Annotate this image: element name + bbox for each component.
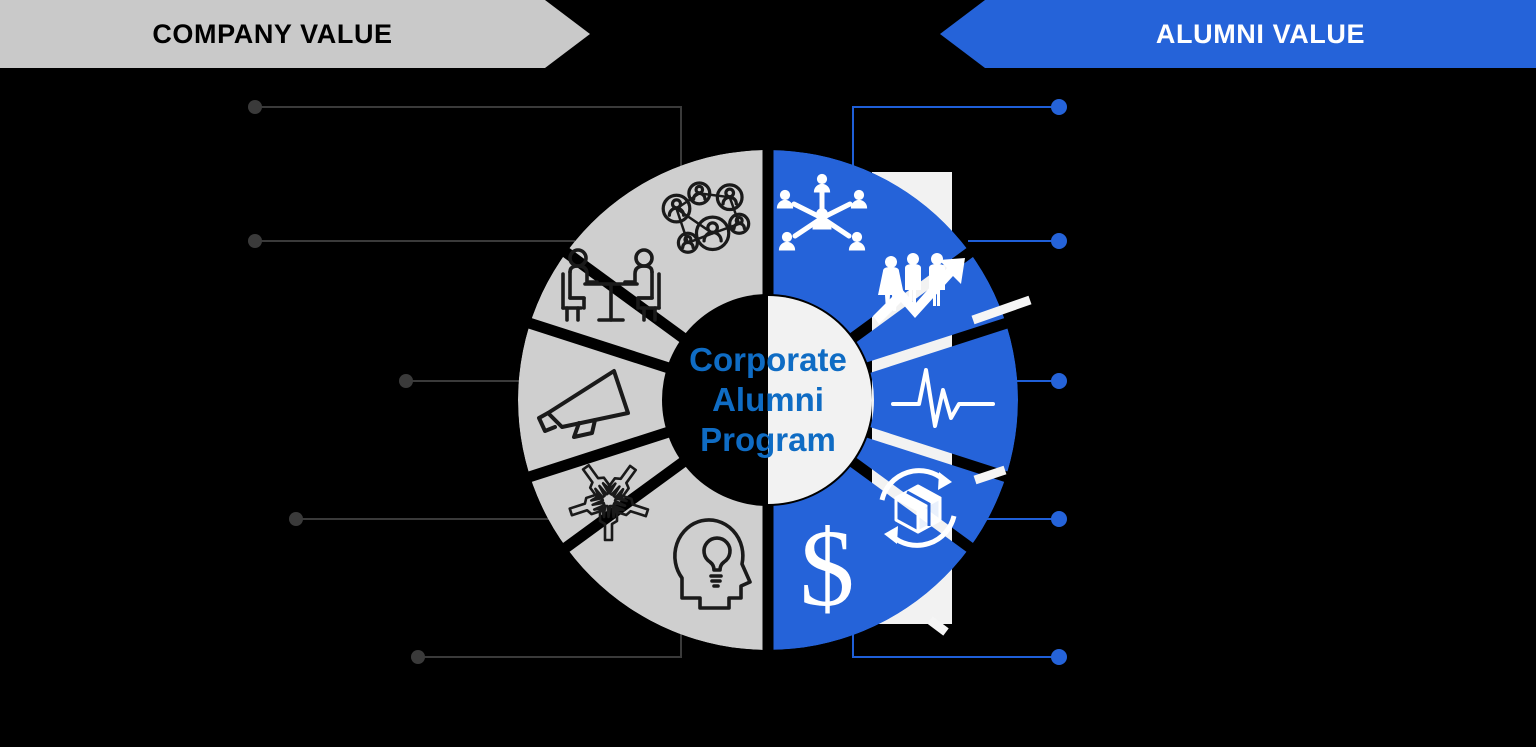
left-callout-4-dot[interactable] bbox=[289, 512, 303, 526]
alumni-value-banner: ALUMNI VALUE bbox=[940, 0, 1536, 68]
right-callout-4-dot[interactable] bbox=[1051, 511, 1067, 527]
right-callout-2-line bbox=[968, 240, 1059, 242]
right-callout-4-line bbox=[978, 518, 1059, 520]
right-callout-1-elbow bbox=[852, 106, 854, 168]
left-callout-3-dot[interactable] bbox=[399, 374, 413, 388]
meeting-table-icon bbox=[561, 248, 661, 322]
left-callout-4-line bbox=[296, 518, 549, 520]
left-callout-3-line bbox=[406, 380, 519, 382]
left-callout-2-dot[interactable] bbox=[248, 234, 262, 248]
left-callout-1-dot[interactable] bbox=[248, 100, 262, 114]
right-callout-2-dot[interactable] bbox=[1051, 233, 1067, 249]
alumni-value-label: ALUMNI VALUE bbox=[1155, 18, 1366, 49]
megaphone-icon bbox=[537, 369, 630, 439]
people-network-icon bbox=[661, 181, 751, 254]
left-callout-1-line bbox=[255, 106, 682, 108]
left-callout-5-line bbox=[418, 656, 682, 658]
package-recycle-icon bbox=[879, 468, 957, 548]
company-value-label: COMPANY VALUE bbox=[152, 18, 393, 49]
dollar-sign-icon: $ bbox=[800, 507, 855, 629]
pulse-line-icon bbox=[891, 368, 995, 428]
people-growth-icon bbox=[873, 253, 965, 324]
right-callout-1-dot[interactable] bbox=[1051, 99, 1067, 115]
wheel-tick-marks bbox=[927, 295, 1032, 636]
company-half bbox=[518, 150, 768, 650]
left-callout-5-dot[interactable] bbox=[411, 650, 425, 664]
inner-circle-right bbox=[768, 296, 872, 504]
right-callout-5-line bbox=[853, 656, 1059, 658]
company-value-banner: COMPANY VALUE bbox=[0, 0, 590, 68]
left-callout-2-line bbox=[255, 240, 575, 242]
head-lightbulb-icon bbox=[673, 518, 752, 610]
right-callout-5-dot[interactable] bbox=[1051, 649, 1067, 665]
right-callout-1-line bbox=[853, 106, 1059, 108]
hands-together-icon bbox=[568, 463, 650, 542]
right-callout-3-dot[interactable] bbox=[1051, 373, 1067, 389]
right-callout-3-line bbox=[1000, 380, 1059, 382]
hub-network-icon bbox=[776, 173, 868, 251]
left-callout-1-elbow bbox=[680, 106, 682, 168]
svg-text:$: $ bbox=[800, 507, 855, 629]
